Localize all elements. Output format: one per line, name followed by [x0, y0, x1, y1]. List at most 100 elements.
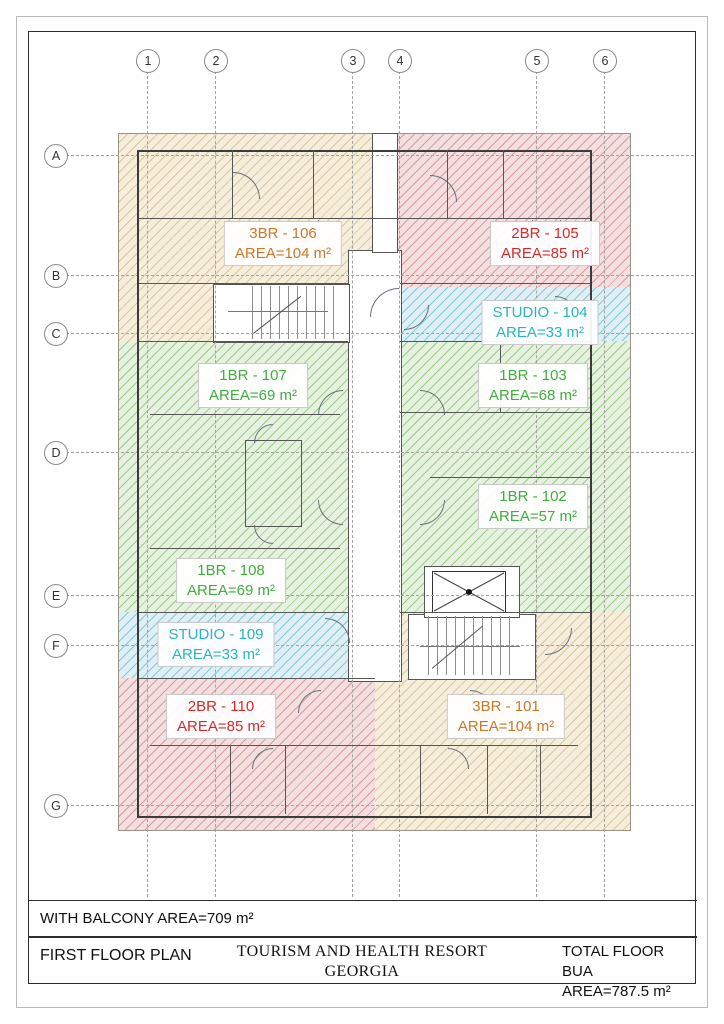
grid-row-line-D	[66, 452, 694, 453]
unit-area: AREA=57 m²	[489, 507, 577, 525]
grid-column-line-6	[604, 71, 605, 897]
unit-name: 1BR - 103	[499, 367, 567, 384]
unit-area: AREA=69 m²	[187, 581, 275, 599]
unit-name: 2BR - 105	[511, 225, 579, 242]
wall-segment	[487, 745, 489, 814]
unit-label-3br-106: 3BR - 106 AREA=104 m²	[223, 221, 343, 266]
stair-bottom-rail	[420, 646, 520, 647]
grid-row-line-F	[66, 645, 694, 646]
unit-area: AREA=85 m²	[501, 244, 589, 262]
grid-row-label: B	[51, 269, 61, 283]
unit-label-1br-103: 1BR - 103 AREA=68 m²	[478, 363, 588, 408]
unit-label-3br-101: 3BR - 101 AREA=104 m²	[446, 694, 566, 739]
unit-label-1br-107: 1BR - 107 AREA=69 m²	[198, 363, 308, 408]
unit-area: AREA=104 m²	[234, 244, 332, 262]
wall-segment	[400, 612, 590, 614]
grid-column-bubble-2: 2	[204, 49, 228, 73]
elevator-x-icon	[433, 572, 505, 612]
unit-area: AREA=68 m²	[489, 386, 577, 404]
wall-segment	[447, 150, 449, 218]
stair-top-treads	[252, 286, 334, 339]
unit-name: 1BR - 107	[219, 367, 287, 384]
page-frame-inner	[28, 31, 696, 984]
grid-column-line-1	[147, 71, 148, 897]
shaft-top	[372, 133, 398, 253]
project-name-line2: GEORGIA	[324, 963, 400, 980]
wall-segment	[420, 745, 422, 814]
unit-label-2br-105: 2BR - 105 AREA=85 m²	[490, 221, 600, 266]
unit-name: 2BR - 110	[187, 698, 255, 715]
wall-segment	[150, 548, 340, 550]
grid-column-bubble-6: 6	[593, 49, 617, 73]
unit-label-1br-102: 1BR - 102 AREA=57 m²	[478, 484, 588, 529]
wall-segment	[213, 284, 215, 341]
grid-column-bubble-5: 5	[525, 49, 549, 73]
grid-row-bubble-D: D	[44, 441, 68, 465]
wall-segment	[139, 612, 348, 614]
unit-name: 3BR - 106	[249, 225, 317, 242]
wall-segment	[400, 283, 590, 285]
grid-column-label: 4	[396, 54, 404, 68]
plan-title: FIRST FLOOR PLAN	[40, 947, 192, 964]
grid-row-line-A	[66, 155, 694, 156]
unit-area: AREA=33 m²	[496, 323, 584, 341]
grid-row-line-C	[66, 333, 694, 334]
balcony-note: WITH BALCONY AREA=709 m²	[40, 910, 254, 927]
unit-name: STUDIO - 104	[492, 304, 588, 321]
grid-row-bubble-A: A	[44, 144, 68, 168]
unit-name: 1BR - 102	[499, 488, 567, 505]
grid-row-label: D	[51, 446, 61, 460]
exterior-wall	[137, 150, 592, 818]
grid-column-bubble-3: 3	[341, 49, 365, 73]
titleblock-divider-line	[28, 936, 697, 938]
wall-segment	[503, 150, 505, 218]
project-name: TOURISM AND HEALTH RESORT GEORGIA	[212, 942, 512, 982]
grid-row-label: C	[51, 327, 61, 341]
unit-label-1br-108: 1BR - 108 AREA=69 m²	[176, 558, 286, 603]
grid-row-bubble-F: F	[44, 634, 68, 658]
unit-area: AREA=33 m²	[172, 645, 260, 663]
wall-segment	[150, 414, 340, 416]
interior-room	[245, 440, 302, 527]
unit-name: 1BR - 108	[197, 562, 265, 579]
unit-area: AREA=69 m²	[209, 386, 297, 404]
grid-column-bubble-1: 1	[136, 49, 160, 73]
grid-row-label: F	[52, 639, 60, 653]
wall-segment	[313, 150, 315, 218]
grid-column-line-4	[399, 71, 400, 897]
grid-column-label: 2	[212, 54, 220, 68]
wall-segment	[230, 745, 232, 814]
wall-segment	[139, 283, 348, 285]
unit-label-studio-104: STUDIO - 104 AREA=33 m²	[481, 300, 599, 345]
grid-row-bubble-E: E	[44, 584, 68, 608]
corridor-core	[348, 250, 402, 682]
grid-row-label: E	[51, 589, 61, 603]
grid-row-line-E	[66, 595, 694, 596]
project-name-line1: TOURISM AND HEALTH RESORT	[236, 943, 488, 960]
grid-column-label: 1	[144, 54, 152, 68]
page-frame-outer	[16, 16, 708, 1008]
wall-segment	[430, 477, 590, 479]
grid-row-label: A	[51, 149, 61, 163]
grid-row-bubble-B: B	[44, 264, 68, 288]
total-bua: TOTAL FLOOR BUA AREA=787.5 m²	[562, 942, 697, 1002]
grid-column-label: 6	[601, 54, 609, 68]
wall-segment	[139, 678, 375, 680]
wall-segment	[150, 745, 578, 747]
wall-segment	[285, 745, 287, 814]
unit-area: AREA=85 m²	[177, 717, 265, 735]
wall-segment	[400, 412, 590, 414]
total-bua-line1: TOTAL FLOOR BUA	[562, 943, 665, 980]
grid-column-label: 3	[349, 54, 357, 68]
grid-column-line-2	[215, 71, 216, 897]
grid-row-bubble-G: G	[44, 794, 68, 818]
titleblock-top-line	[28, 900, 697, 902]
grid-row-line-B	[66, 275, 694, 276]
grid-column-line-3	[352, 71, 353, 897]
grid-column-bubble-4: 4	[388, 49, 412, 73]
total-bua-line2: AREA=787.5 m²	[562, 983, 671, 1000]
wall-segment	[540, 745, 542, 814]
grid-row-bubble-C: C	[44, 322, 68, 346]
grid-column-label: 5	[533, 54, 541, 68]
stair-top-rail	[228, 311, 328, 312]
